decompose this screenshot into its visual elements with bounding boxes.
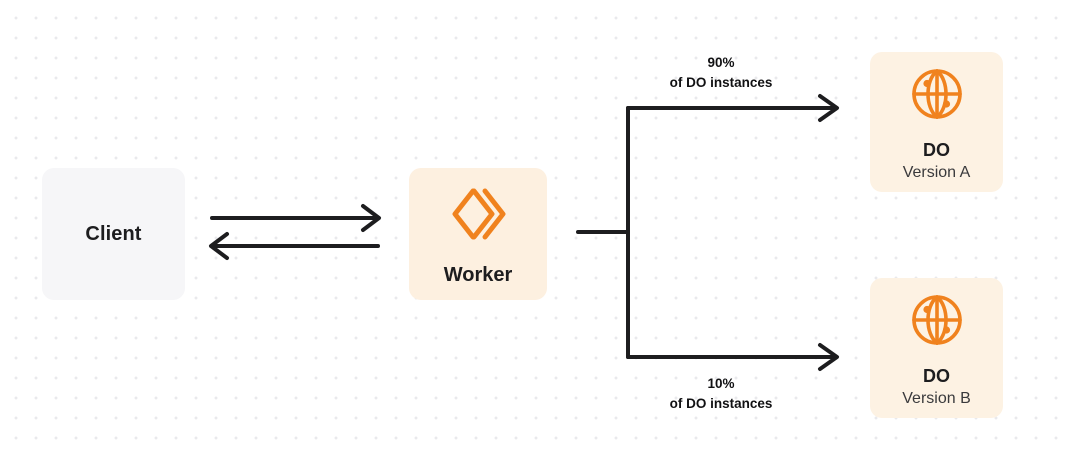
node-worker-label: Worker bbox=[443, 264, 513, 286]
edge-label-do-b-percent: 10% bbox=[707, 376, 735, 391]
node-do-b-label: DO bbox=[923, 365, 950, 386]
arrow-worker-to-client bbox=[209, 232, 380, 260]
branch-connector bbox=[576, 106, 630, 359]
globe-icon bbox=[908, 291, 966, 354]
arrow-to-do-a bbox=[626, 94, 839, 122]
edge-label-do-b: 10% of DO instances bbox=[656, 374, 786, 413]
node-worker[interactable]: Worker bbox=[409, 168, 547, 300]
node-do-version-a[interactable]: DO Version A bbox=[870, 52, 1003, 192]
node-do-a-sublabel: Version A bbox=[902, 163, 971, 181]
edge-label-do-a: 90% of DO instances bbox=[656, 53, 786, 92]
node-do-b-sublabel: Version B bbox=[902, 389, 971, 407]
edge-label-do-a-percent: 90% bbox=[707, 55, 735, 70]
arrow-to-do-b bbox=[626, 343, 839, 371]
cloudflare-workers-icon bbox=[447, 183, 509, 250]
edge-label-do-b-description: of DO instances bbox=[669, 395, 773, 411]
edge-label-do-a-description: of DO instances bbox=[669, 74, 773, 90]
globe-icon bbox=[908, 65, 966, 128]
node-client[interactable]: Client bbox=[42, 168, 185, 300]
node-client-label: Client bbox=[85, 222, 142, 245]
node-do-version-b[interactable]: DO Version B bbox=[870, 278, 1003, 418]
node-do-a-label: DO bbox=[923, 139, 950, 160]
arrow-client-to-worker bbox=[210, 204, 381, 232]
